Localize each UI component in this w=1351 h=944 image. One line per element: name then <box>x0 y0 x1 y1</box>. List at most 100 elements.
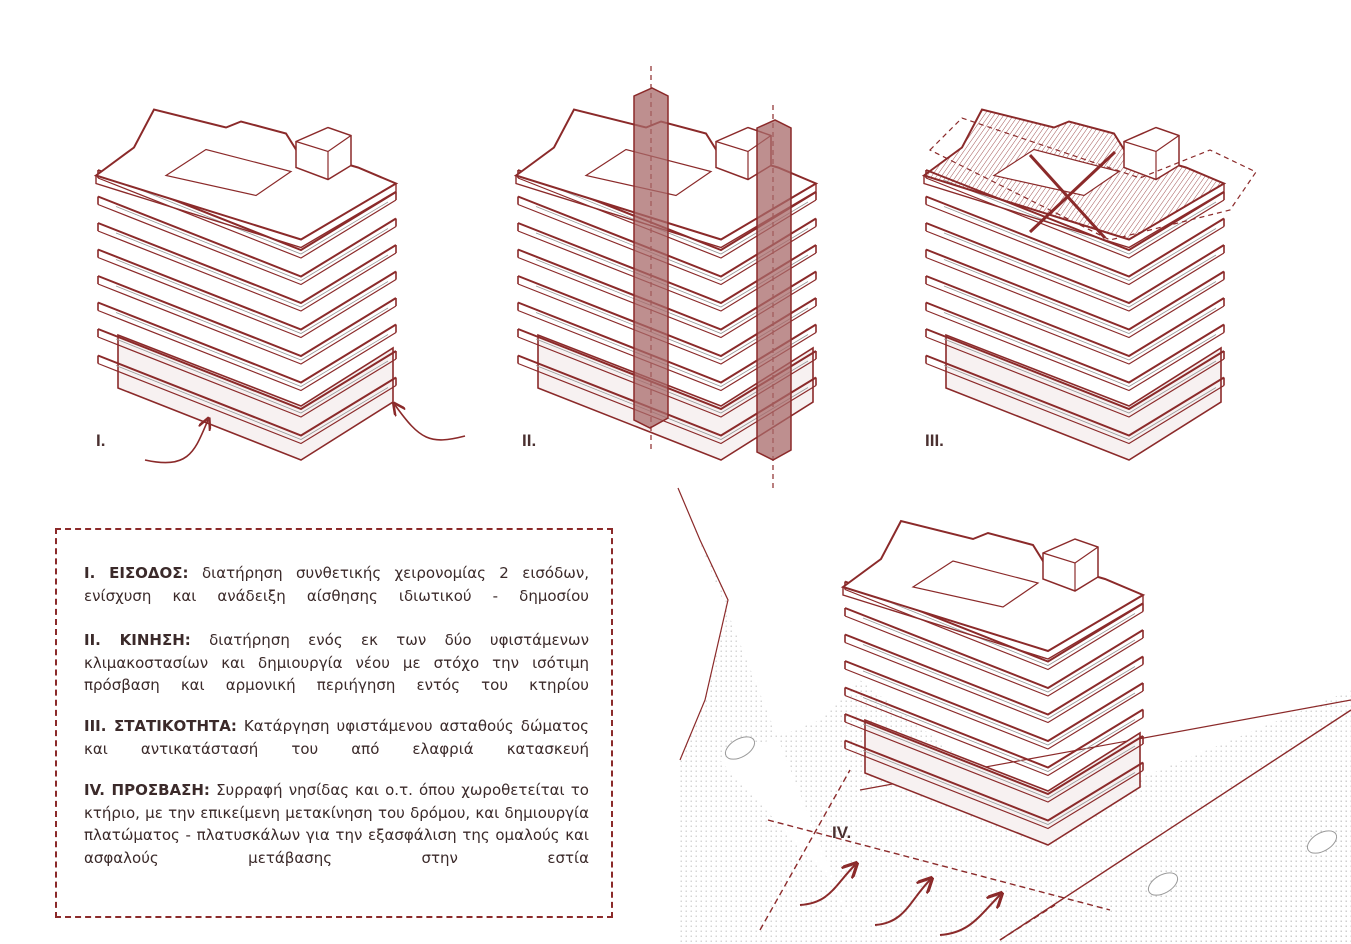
wall-line <box>862 697 1136 772</box>
floor-slab-edge <box>97 336 397 418</box>
floor-slab-edge <box>925 203 1225 286</box>
floor-slab-edge <box>97 309 397 392</box>
wall-line <box>115 365 389 440</box>
roof-box <box>295 126 352 181</box>
road-edge <box>999 709 1351 941</box>
site-plan-diagram-4 <box>677 487 1351 944</box>
floor-slab <box>844 713 1144 796</box>
roof-edge <box>923 175 1225 249</box>
wall-line <box>115 338 389 414</box>
floor-slab-edge <box>97 362 397 445</box>
floor-slab <box>925 328 1225 411</box>
street-axis <box>767 819 1111 911</box>
wall-line <box>943 338 1217 414</box>
floor-slab <box>97 222 397 305</box>
floor-slab <box>97 354 397 437</box>
notes-box: I. ΕΙΣΟΔΟΣ: διατήρηση συνθετικής χειρονο… <box>55 528 613 918</box>
wall-line <box>115 285 389 361</box>
car-icon <box>724 736 756 760</box>
wall-line <box>862 670 1136 746</box>
wall-line <box>943 232 1217 308</box>
street-axis <box>999 904 1056 941</box>
note-text: Συρραφή νησίδας και ο.τ. όπου χωροθετείτ… <box>84 781 589 867</box>
roof-edge <box>842 587 1144 660</box>
wall-line <box>943 365 1217 440</box>
roof-edge <box>95 175 397 249</box>
wall-line <box>862 591 1136 666</box>
diagram-overlays <box>144 66 1257 936</box>
floor-slab <box>844 607 1144 690</box>
label-diagram-2: II. <box>522 431 537 450</box>
street-dots <box>1040 760 1351 944</box>
access-arrow <box>939 895 1000 936</box>
entrance-arrow <box>395 405 466 441</box>
wall-line <box>862 617 1136 693</box>
floor-slab-edge <box>97 256 397 339</box>
note-text: διατήρηση συνθετικής χειρονομίας 2 εισόδ… <box>84 564 589 605</box>
floor-slab-edge <box>925 309 1225 392</box>
floor-slab <box>844 686 1144 769</box>
floor-slab-edge <box>844 668 1144 750</box>
floor-slab <box>97 328 397 411</box>
stair-column-new <box>756 119 792 461</box>
floor-slab <box>97 301 397 384</box>
roof-box <box>1123 126 1180 181</box>
label-diagram-4: IV. <box>832 823 852 842</box>
label-diagram-1: I. <box>96 431 106 450</box>
entrance-arrow <box>144 420 208 464</box>
floor-slab-edge <box>844 641 1144 724</box>
floor-slab-edge <box>844 615 1144 697</box>
note-access: IV. ΠΡΟΣΒΑΣΗ: Συρραφή νησίδας και ο.τ. ό… <box>84 779 589 869</box>
floor-slab <box>844 633 1144 716</box>
building-diagram-3 <box>921 108 1227 461</box>
floor-slab <box>925 301 1225 384</box>
roof-box <box>1042 538 1099 592</box>
wall-line <box>862 723 1136 799</box>
note-structure: III. ΣΤΑΤΙΚΟΤΗΤΑ: Κατάργηση υφιστάμενου … <box>84 715 589 760</box>
floor-slab-edge <box>97 283 397 365</box>
stair-column-existing <box>633 87 669 429</box>
floor-slab-edge <box>925 283 1225 365</box>
floor-slab <box>925 275 1225 358</box>
floor-slab-edge <box>925 256 1225 339</box>
roof-edge <box>515 175 817 249</box>
floor-slab-edge <box>844 747 1144 830</box>
cross-mark <box>1028 150 1117 234</box>
note-entrance: I. ΕΙΣΟΔΟΣ: διατήρηση συνθετικής χειρονο… <box>84 562 589 607</box>
floor-slab <box>925 354 1225 437</box>
wall-line <box>115 312 389 387</box>
site-edge <box>677 487 729 761</box>
wall-line <box>943 312 1217 387</box>
floor-slab-edge <box>925 336 1225 418</box>
note-heading: I. ΕΙΣΟΔΟΣ: <box>84 564 189 582</box>
floor-slab-edge <box>97 203 397 286</box>
floor-slab <box>925 195 1225 278</box>
access-arrow <box>799 865 855 906</box>
street-axis <box>759 769 851 931</box>
floor-slab-edge <box>925 230 1225 312</box>
wall-line <box>862 750 1136 825</box>
floor-slab <box>97 275 397 358</box>
roof-courtyard <box>164 148 293 197</box>
wall-line <box>943 259 1217 334</box>
wall-line <box>115 259 389 334</box>
note-movement: II. ΚΙΝΗΣΗ: διατήρηση ενός εκ των δύο υφ… <box>84 629 589 697</box>
floor-slab <box>844 660 1144 743</box>
floor-slab-edge <box>844 694 1144 777</box>
floor-slab <box>925 248 1225 331</box>
roof-courtyard <box>911 560 1040 608</box>
note-heading: IV. ΠΡΟΣΒΑΣΗ: <box>84 781 210 799</box>
wall-line <box>943 206 1217 281</box>
floor-slab <box>97 195 397 278</box>
car-icon <box>1147 872 1179 896</box>
car-icon <box>1306 830 1338 854</box>
floor-slab-edge <box>844 721 1144 803</box>
floor-slab <box>844 739 1144 822</box>
note-text: διατήρηση ενός εκ των δύο υφιστάμενων κλ… <box>84 631 589 694</box>
floor-slab <box>97 248 397 331</box>
access-arrow <box>874 880 930 926</box>
floor-slab-edge <box>925 362 1225 445</box>
building-diagram-1 <box>93 108 399 461</box>
label-diagram-3: III. <box>925 431 944 450</box>
